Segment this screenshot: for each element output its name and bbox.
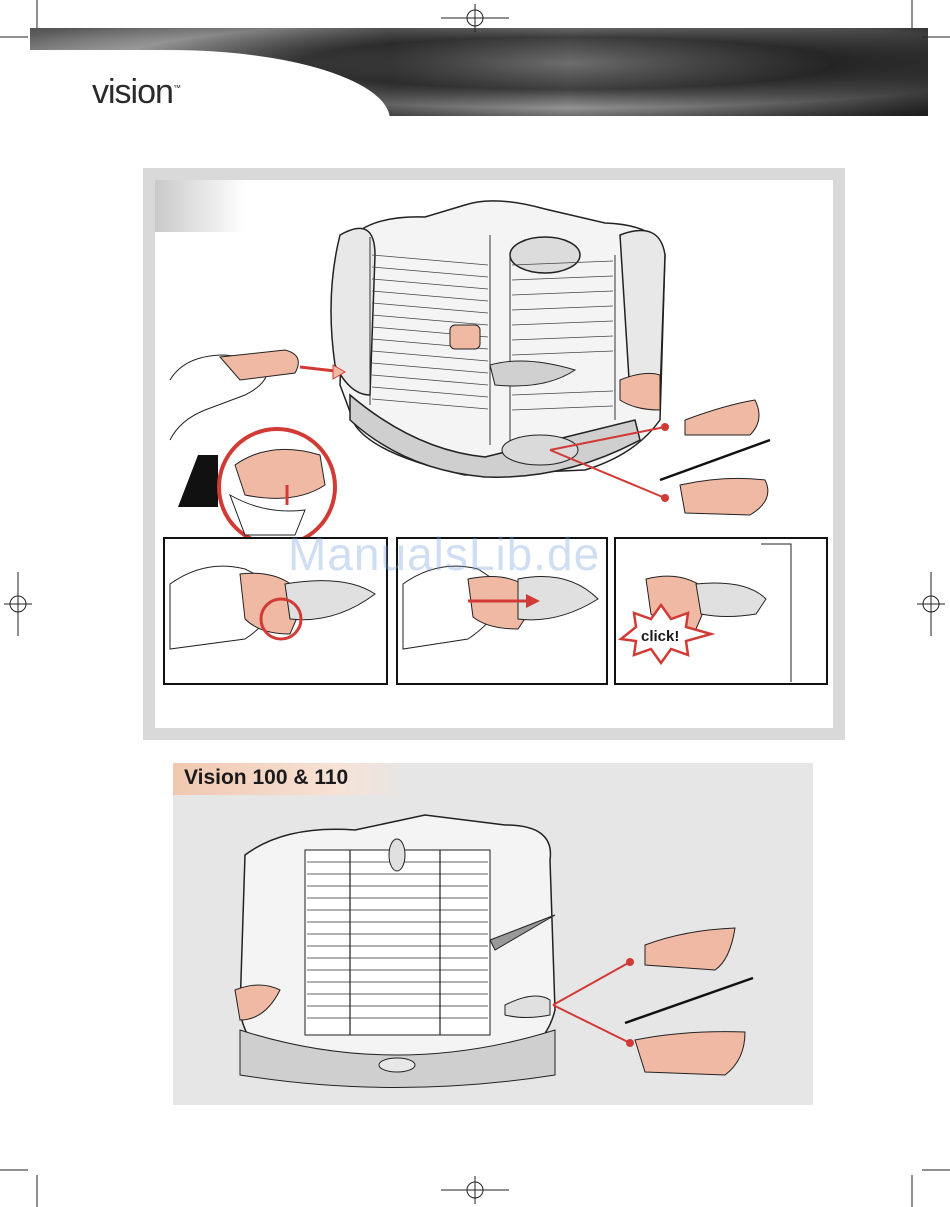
cage-front-illustration bbox=[225, 810, 785, 1100]
click-label: click! bbox=[641, 628, 679, 645]
section-title: Vision 100 & 110 bbox=[184, 766, 348, 790]
watermark: ManualsLib.de bbox=[288, 527, 600, 581]
step-box-3 bbox=[614, 537, 828, 685]
step-3-illustration bbox=[616, 539, 825, 682]
